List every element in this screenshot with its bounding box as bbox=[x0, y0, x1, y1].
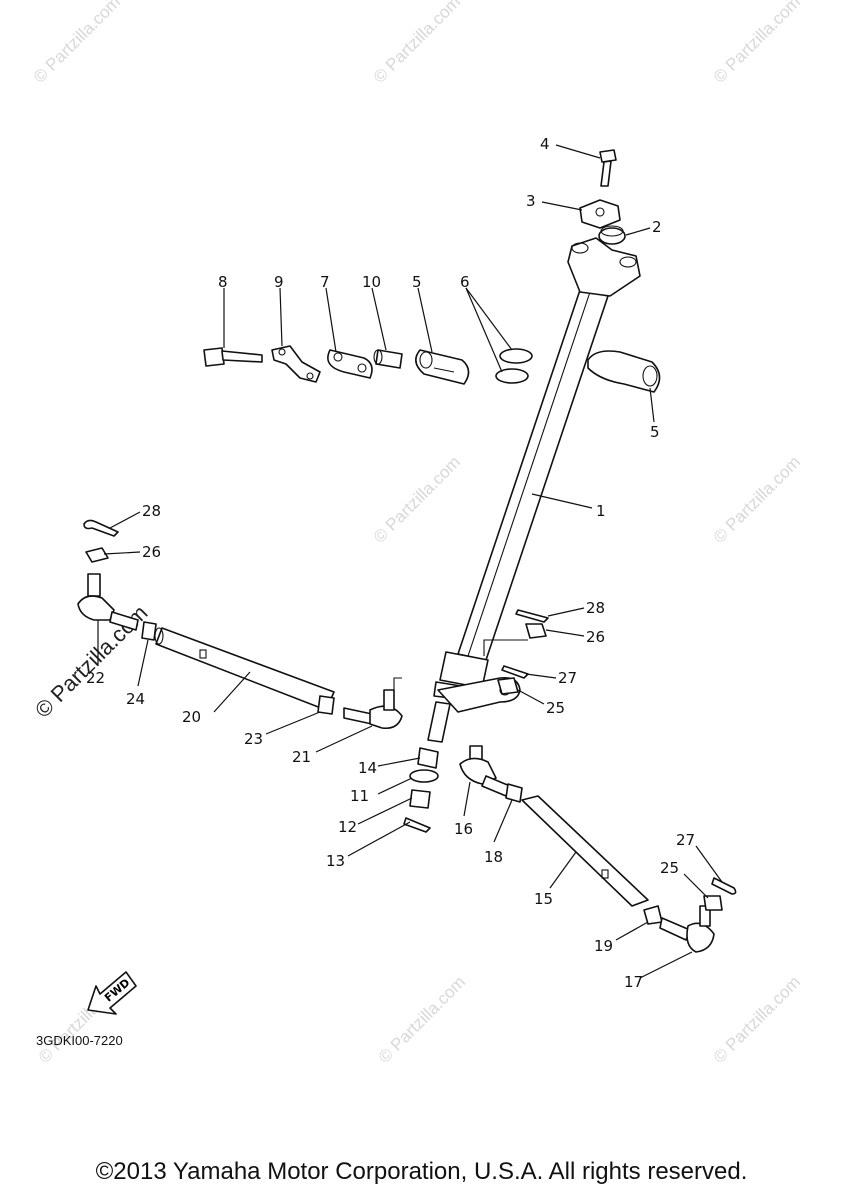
callout-13: 13 bbox=[326, 852, 345, 870]
callout-24: 24 bbox=[126, 690, 145, 708]
lock-nut-part[interactable] bbox=[317, 695, 335, 715]
callout-15: 15 bbox=[534, 890, 553, 908]
callout-1: 1 bbox=[596, 502, 606, 520]
plate-part[interactable] bbox=[327, 349, 373, 379]
rod-end-left-part[interactable] bbox=[77, 573, 139, 631]
callout-28-pitman: 28 bbox=[586, 599, 605, 617]
castle-nut-part[interactable] bbox=[85, 547, 109, 563]
callout-26-pitman: 26 bbox=[586, 628, 605, 646]
callout-5-right: 5 bbox=[650, 423, 660, 441]
holder-part[interactable] bbox=[579, 199, 621, 229]
rod-end-right-inner-part[interactable] bbox=[459, 745, 511, 797]
callout-11: 11 bbox=[350, 787, 369, 805]
callout-17: 17 bbox=[624, 973, 643, 991]
callout-23: 23 bbox=[244, 730, 263, 748]
callout-9: 9 bbox=[274, 273, 284, 291]
washer-part[interactable] bbox=[495, 348, 533, 384]
diagram-code: 3GDKI00-7220 bbox=[36, 1033, 123, 1048]
bolt-part[interactable] bbox=[203, 347, 263, 367]
castle-nut-pitman-part[interactable] bbox=[525, 623, 547, 639]
nut-right-part[interactable] bbox=[505, 783, 523, 803]
callout-25-right: 25 bbox=[660, 859, 679, 877]
callout-10: 10 bbox=[362, 273, 381, 291]
callout-20: 20 bbox=[182, 708, 201, 726]
cotter-pin-pitman-part[interactable] bbox=[515, 609, 549, 623]
callout-22: 22 bbox=[86, 669, 105, 687]
leader-lines bbox=[97, 144, 723, 979]
callout-19: 19 bbox=[594, 937, 613, 955]
nut-part[interactable] bbox=[141, 621, 157, 641]
rod-end-inner-part[interactable] bbox=[343, 689, 403, 730]
rod-end-right-outer-part[interactable] bbox=[659, 905, 715, 953]
upper-bracket-part[interactable] bbox=[567, 237, 641, 297]
castle-nut-right-part[interactable] bbox=[703, 895, 723, 911]
flange-bolt-part[interactable] bbox=[599, 149, 617, 187]
callout-25-pitman: 25 bbox=[546, 699, 565, 717]
callout-2: 2 bbox=[652, 218, 662, 236]
callout-14: 14 bbox=[358, 759, 377, 777]
callout-18: 18 bbox=[484, 848, 503, 866]
cotter-pin-part[interactable] bbox=[83, 519, 119, 537]
callout-27-pitman: 27 bbox=[558, 669, 577, 687]
spacer-part[interactable] bbox=[373, 349, 403, 369]
washer-small-part[interactable] bbox=[409, 769, 439, 783]
callout-3: 3 bbox=[526, 192, 536, 210]
cotter-pin-spindle-part[interactable] bbox=[403, 817, 431, 833]
lock-plate-part[interactable] bbox=[271, 345, 321, 383]
shaft-clamp-part[interactable] bbox=[587, 350, 661, 393]
cotter-pin-right-part[interactable] bbox=[711, 877, 737, 895]
callout-7: 7 bbox=[320, 273, 330, 291]
callout-12: 12 bbox=[338, 818, 357, 836]
callout-8: 8 bbox=[218, 273, 228, 291]
clamp-part[interactable] bbox=[415, 349, 470, 385]
copyright-notice: ©2013 Yamaha Motor Corporation, U.S.A. A… bbox=[95, 1158, 748, 1185]
callout-4: 4 bbox=[540, 135, 550, 153]
callout-5-upper: 5 bbox=[412, 273, 422, 291]
nut-spindle-part[interactable] bbox=[409, 789, 431, 809]
callout-27-right: 27 bbox=[676, 831, 695, 849]
cotter-pin-lower-part[interactable] bbox=[501, 665, 529, 679]
callout-28-left: 28 bbox=[142, 502, 161, 520]
callouts: 1 2 3 4 5 5 6 7 8 9 10 11 12 13 14 15 16… bbox=[86, 135, 695, 991]
bushing-part[interactable] bbox=[417, 747, 439, 769]
callout-26-left: 26 bbox=[142, 543, 161, 561]
callout-6: 6 bbox=[460, 273, 470, 291]
nut-pitman-part[interactable] bbox=[497, 677, 519, 695]
callout-16: 16 bbox=[454, 820, 473, 838]
fwd-arrow-icon: FWD bbox=[87, 971, 137, 1015]
lock-nut-right-part[interactable] bbox=[643, 905, 663, 925]
tie-rod-right-part[interactable] bbox=[521, 795, 649, 907]
tie-rod-left-part[interactable] bbox=[154, 627, 335, 711]
collar-part[interactable] bbox=[598, 225, 626, 245]
callout-21: 21 bbox=[292, 748, 311, 766]
